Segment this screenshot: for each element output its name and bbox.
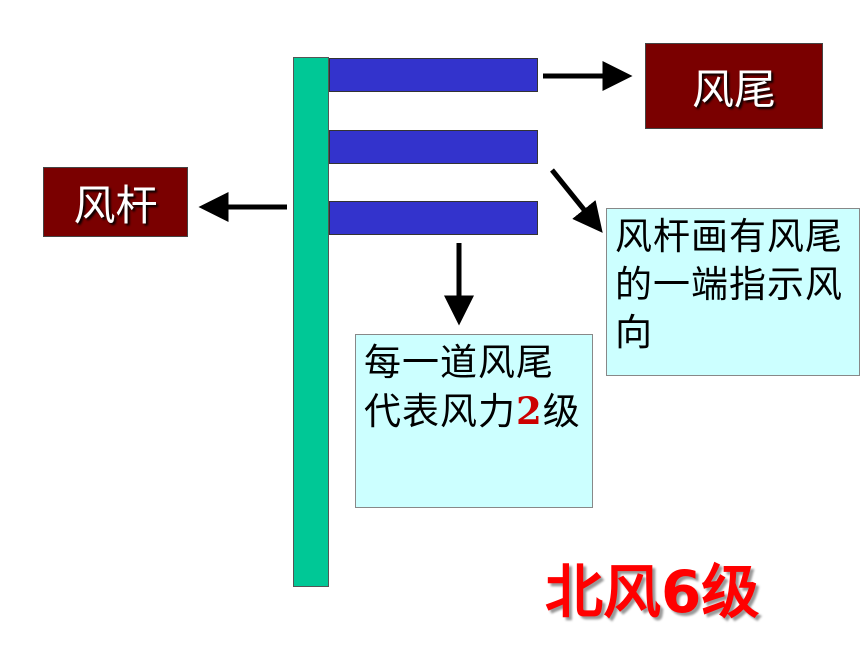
level-note-prefix: 每一道风尾代表风力	[364, 341, 554, 433]
level-note-suffix: 级	[542, 390, 581, 433]
level-note: 每一道风尾代表风力2级	[355, 334, 593, 508]
tail-label: 风尾	[645, 43, 823, 129]
shaft-label: 风杆	[43, 167, 188, 237]
wind-barb-3	[329, 201, 538, 235]
wind-barb-1	[329, 58, 538, 92]
direction-note: 风杆画有风尾的一端指示风向	[606, 208, 860, 376]
wind-barb-2	[329, 130, 538, 164]
result-text: 北风6级	[545, 558, 760, 626]
level-note-value: 2	[516, 389, 543, 433]
wind-shaft-pole	[293, 57, 329, 587]
arrow-to-direction-note	[550, 168, 603, 233]
